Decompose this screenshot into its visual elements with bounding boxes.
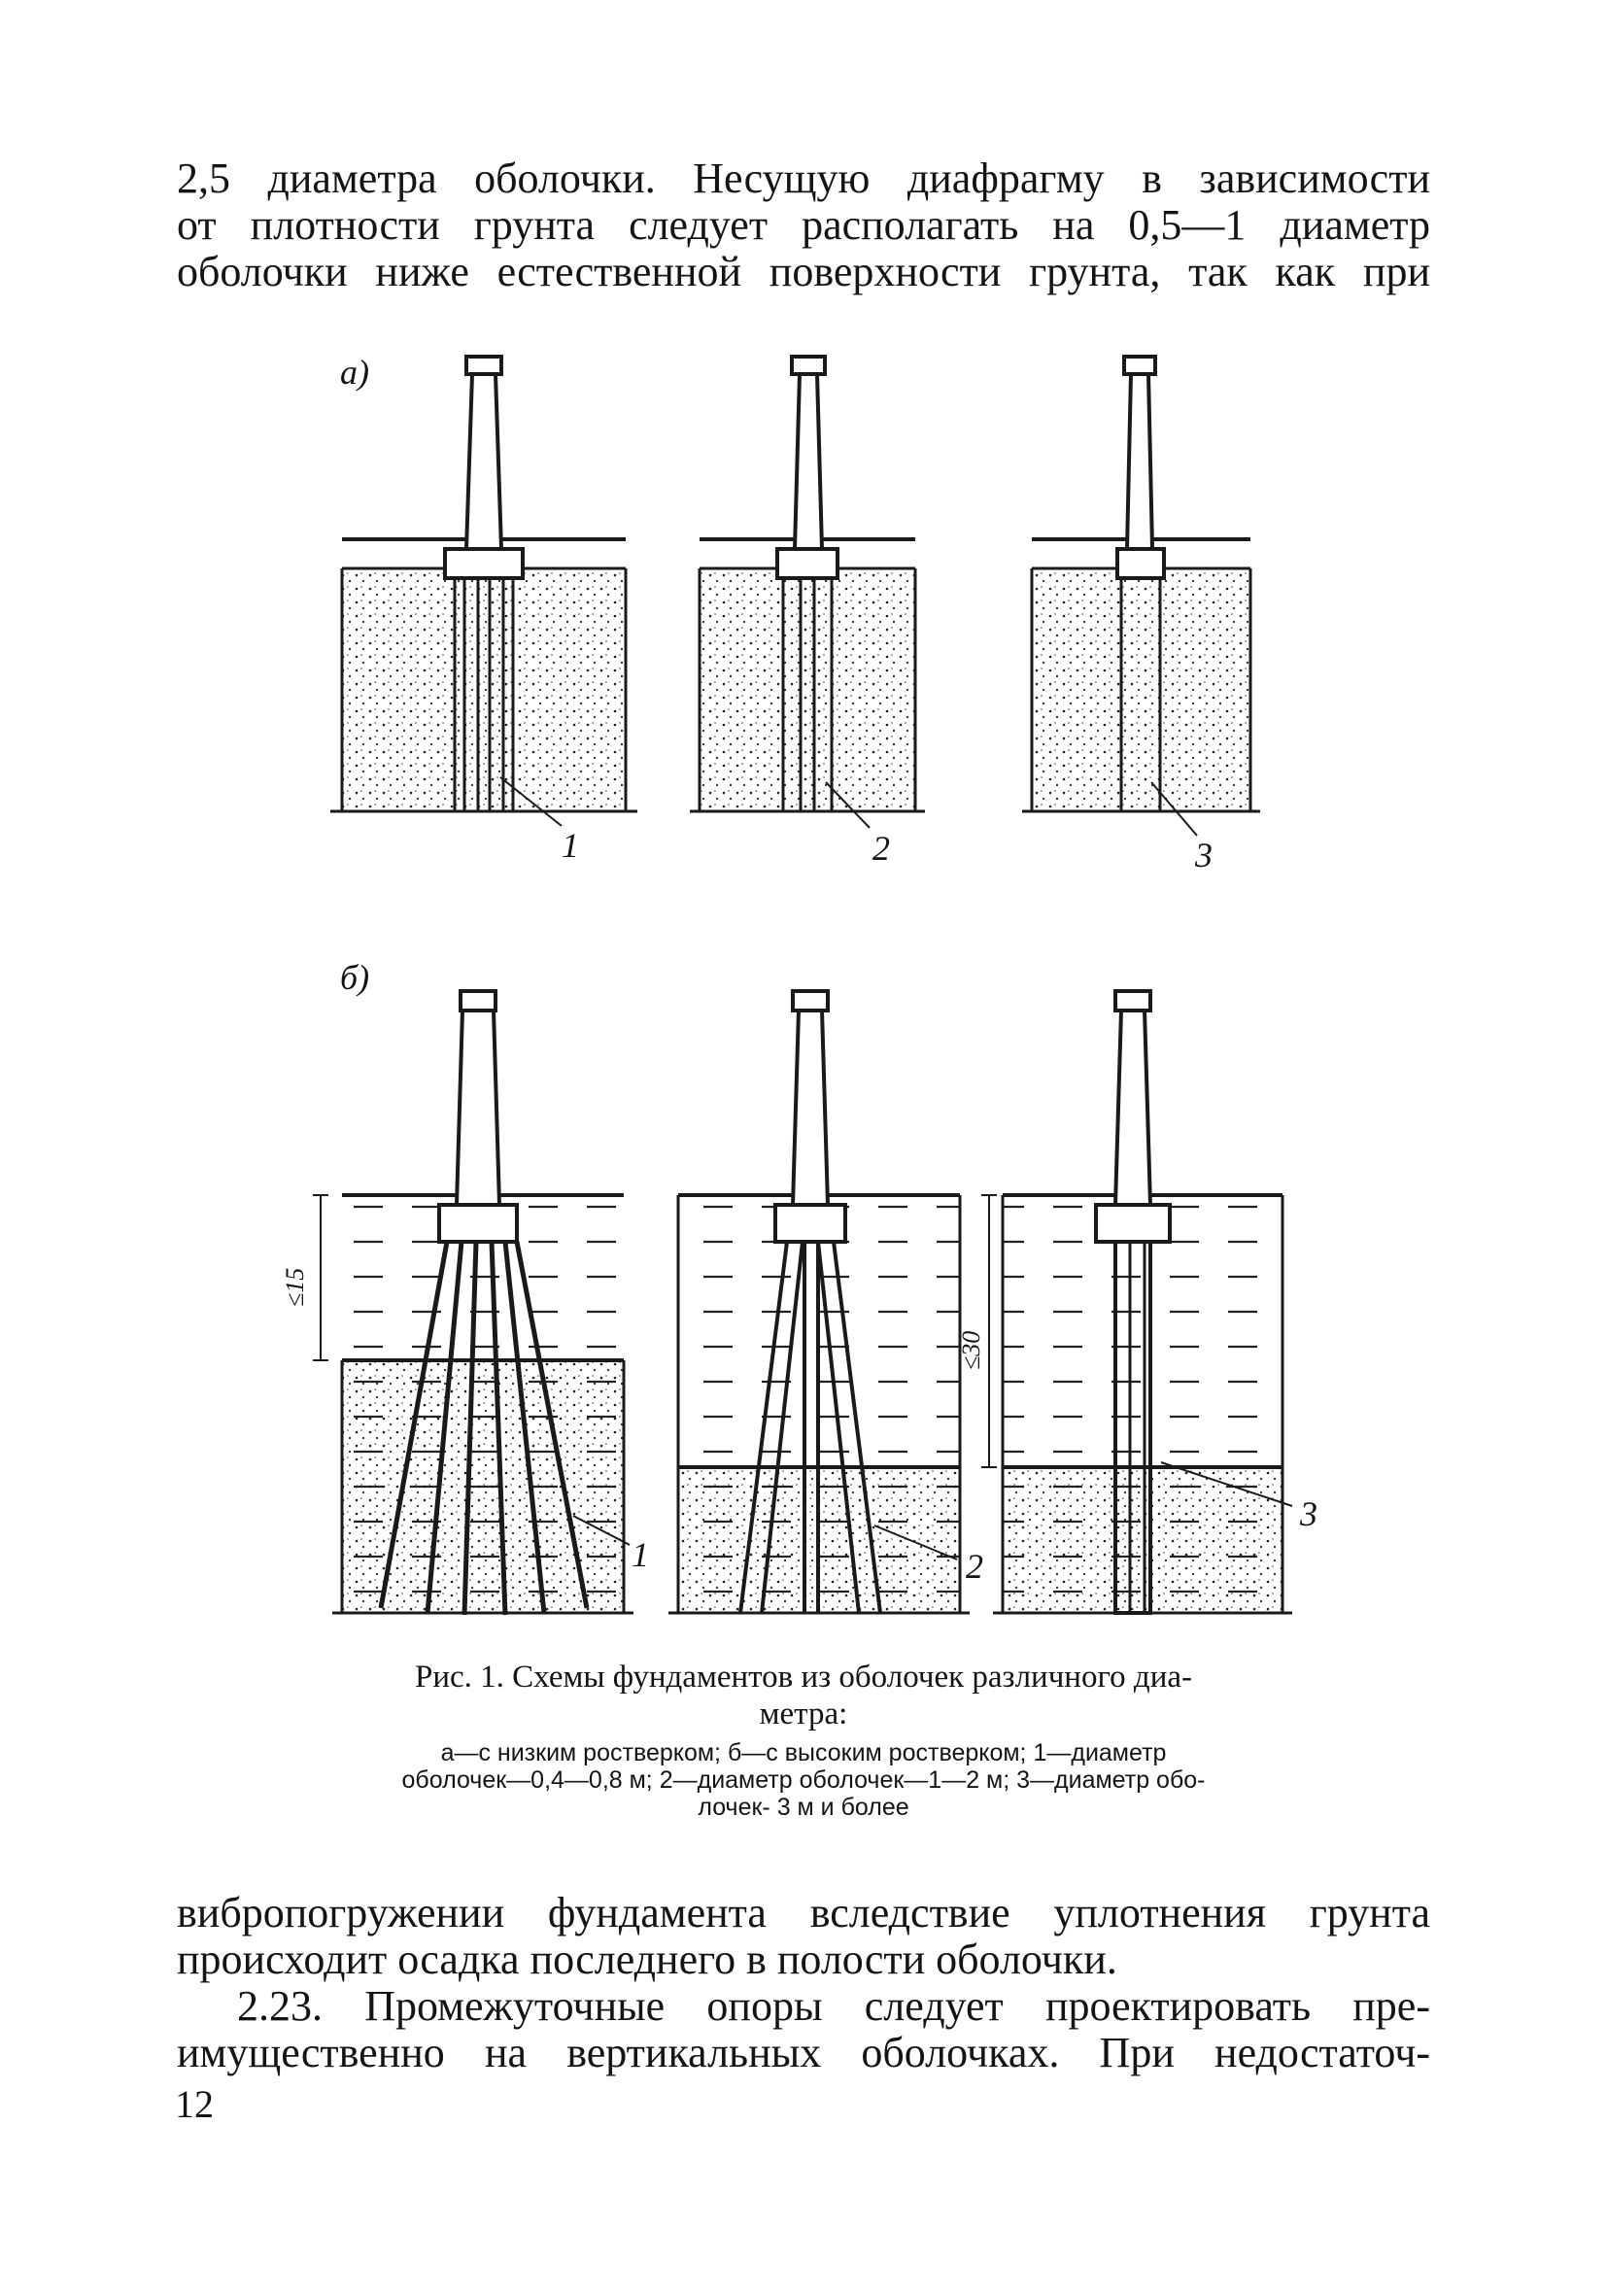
dimension-left: ≤15: [281, 1268, 309, 1307]
scheme-b2: [668, 989, 970, 1615]
paragraph-top: 2,5 диаметра оболочки. Несущую диафрагму…: [177, 155, 1430, 295]
text-line: имущественно на вертикальных оболочках. …: [177, 2029, 1430, 2076]
text-line: 2.23. Промежуточные опоры следует проект…: [237, 1982, 1430, 2030]
row-a-label: а): [340, 353, 369, 392]
scheme-b3: [981, 989, 1293, 1615]
text-line: оболочки ниже естественной поверхности г…: [177, 248, 1430, 295]
notes-line: оболочек—0,4—0,8 м; 2—диаметр оболочек—1…: [401, 1766, 1206, 1794]
label-a3: 3: [1194, 836, 1213, 874]
text-line: от плотности грунта следует располагать …: [177, 201, 1430, 249]
caption-line: метра:: [759, 1696, 848, 1731]
notes-line: лочек- 3 м и более: [698, 1794, 909, 1821]
row-b-label: б): [340, 958, 369, 997]
scheme-a1: [330, 355, 637, 827]
foundation-figure: а) б) 1 2: [281, 353, 1317, 1616]
scheme-a2: [690, 355, 925, 829]
figure-notes: а—с низким ростверком; б—с высоким роств…: [291, 1739, 1316, 1821]
text-line: происходит осадка последнего в полости о…: [177, 1936, 1117, 1983]
scheme-b1: [313, 989, 633, 1616]
scheme-a3: [1022, 355, 1260, 837]
caption-line: Рис. 1. Схемы фундаментов из оболочек ра…: [414, 1660, 1193, 1695]
notes-line: а—с низким ростверком; б—с высоким роств…: [440, 1739, 1167, 1766]
text-line: вибропогружении фундамента вследствие уп…: [177, 1889, 1430, 1936]
label-a2: 2: [872, 829, 890, 868]
text-line: 2,5 диаметра оболочки. Несущую диафрагму…: [177, 154, 1430, 202]
dimension-mid: ≤30: [957, 1331, 985, 1370]
page-number: 12: [175, 2082, 214, 2126]
label-b1: 1: [632, 1535, 649, 1574]
figure-caption: Рис. 1. Схемы фундаментов из оболочек ра…: [291, 1659, 1316, 1732]
label-b2: 2: [966, 1547, 983, 1586]
label-b3: 3: [1299, 1494, 1317, 1533]
paragraph-bottom: вибропогружении фундамента вследствие уп…: [177, 1890, 1430, 2076]
label-a1: 1: [562, 826, 579, 865]
